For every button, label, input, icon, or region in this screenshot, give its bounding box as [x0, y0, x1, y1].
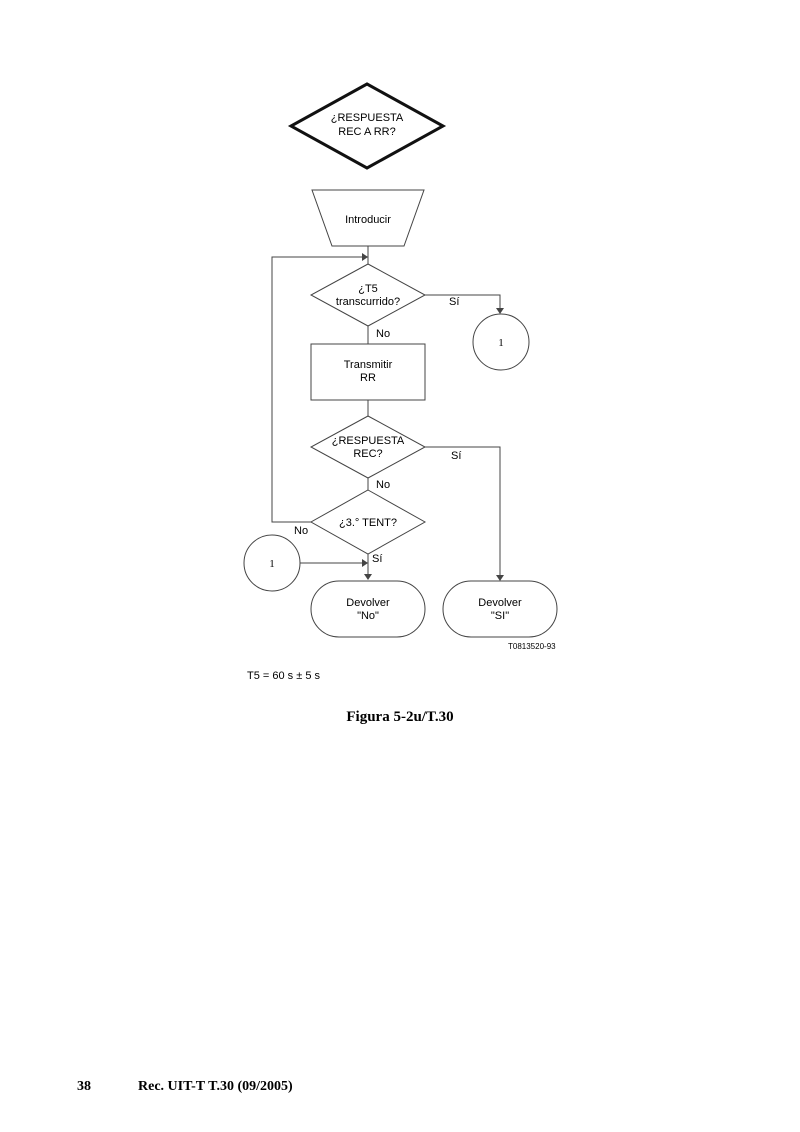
- connector-right: 1: [472, 313, 530, 371]
- resp-decision-line-1: ¿RESPUESTA: [332, 435, 405, 447]
- input-node: Introducir: [311, 189, 425, 247]
- t5-decision-line-1: ¿T5: [358, 283, 378, 295]
- input-label: Introducir: [345, 214, 391, 226]
- edge-label-t5-yes: Sí: [449, 296, 459, 308]
- return-no-line-2: "No": [357, 610, 379, 622]
- return-si-node: Devolver "SI": [442, 580, 558, 638]
- return-no-line-1: Devolver: [346, 597, 390, 609]
- edge-label-t5-no: No: [376, 328, 390, 340]
- transmit-line-2: RR: [360, 372, 376, 384]
- attempt-decision-label: ¿3.° TENT?: [339, 517, 397, 529]
- connector-right-label: 1: [498, 337, 504, 349]
- arrowhead-loop: [362, 253, 368, 261]
- edge-label-resp-no: No: [376, 479, 390, 491]
- arrowhead-connector-left: [362, 559, 368, 567]
- figure-caption: Figura 5-2u/T.30: [346, 709, 453, 725]
- t5-decision: ¿T5 transcurrido?: [309, 263, 427, 327]
- return-si-line-2: "SI": [491, 610, 509, 622]
- connector-left: 1: [243, 534, 301, 592]
- connector-left-label: 1: [269, 558, 275, 570]
- transmit-node: Transmitir RR: [310, 343, 426, 401]
- edge-label-attempt-no: No: [294, 525, 308, 537]
- arrowhead-attempt-yes: [364, 574, 372, 580]
- edge-attempt-no-loop: [271, 256, 368, 523]
- figure-code: T0813520-93: [508, 642, 556, 651]
- page-number: 38: [77, 1079, 91, 1094]
- t5-decision-line-2: transcurrido?: [336, 296, 400, 308]
- edge-resp-yes: [425, 446, 501, 575]
- edge-label-attempt-yes: Sí: [372, 553, 382, 565]
- attempt-decision: ¿3.° TENT?: [309, 489, 427, 555]
- document-reference: Rec. UIT-T T.30 (09/2005): [138, 1079, 293, 1094]
- resp-decision: ¿RESPUESTA REC?: [309, 415, 427, 479]
- arrowhead-t5-yes: [496, 308, 504, 314]
- transmit-line-1: Transmitir: [344, 359, 393, 371]
- title-decision-line-1: ¿RESPUESTA: [331, 112, 404, 124]
- resp-decision-line-2: REC?: [353, 448, 382, 460]
- return-si-line-1: Devolver: [478, 597, 522, 609]
- edge-t5-yes: [425, 294, 501, 308]
- return-no-node: Devolver "No": [310, 580, 426, 638]
- edge-label-resp-yes: Sí: [451, 450, 461, 462]
- title-decision: ¿RESPUESTA REC A RR?: [287, 82, 447, 170]
- arrowhead-resp-yes: [496, 575, 504, 581]
- timer-note: T5 = 60 s ± 5 s: [247, 670, 320, 682]
- title-decision-line-2: REC A RR?: [338, 126, 395, 138]
